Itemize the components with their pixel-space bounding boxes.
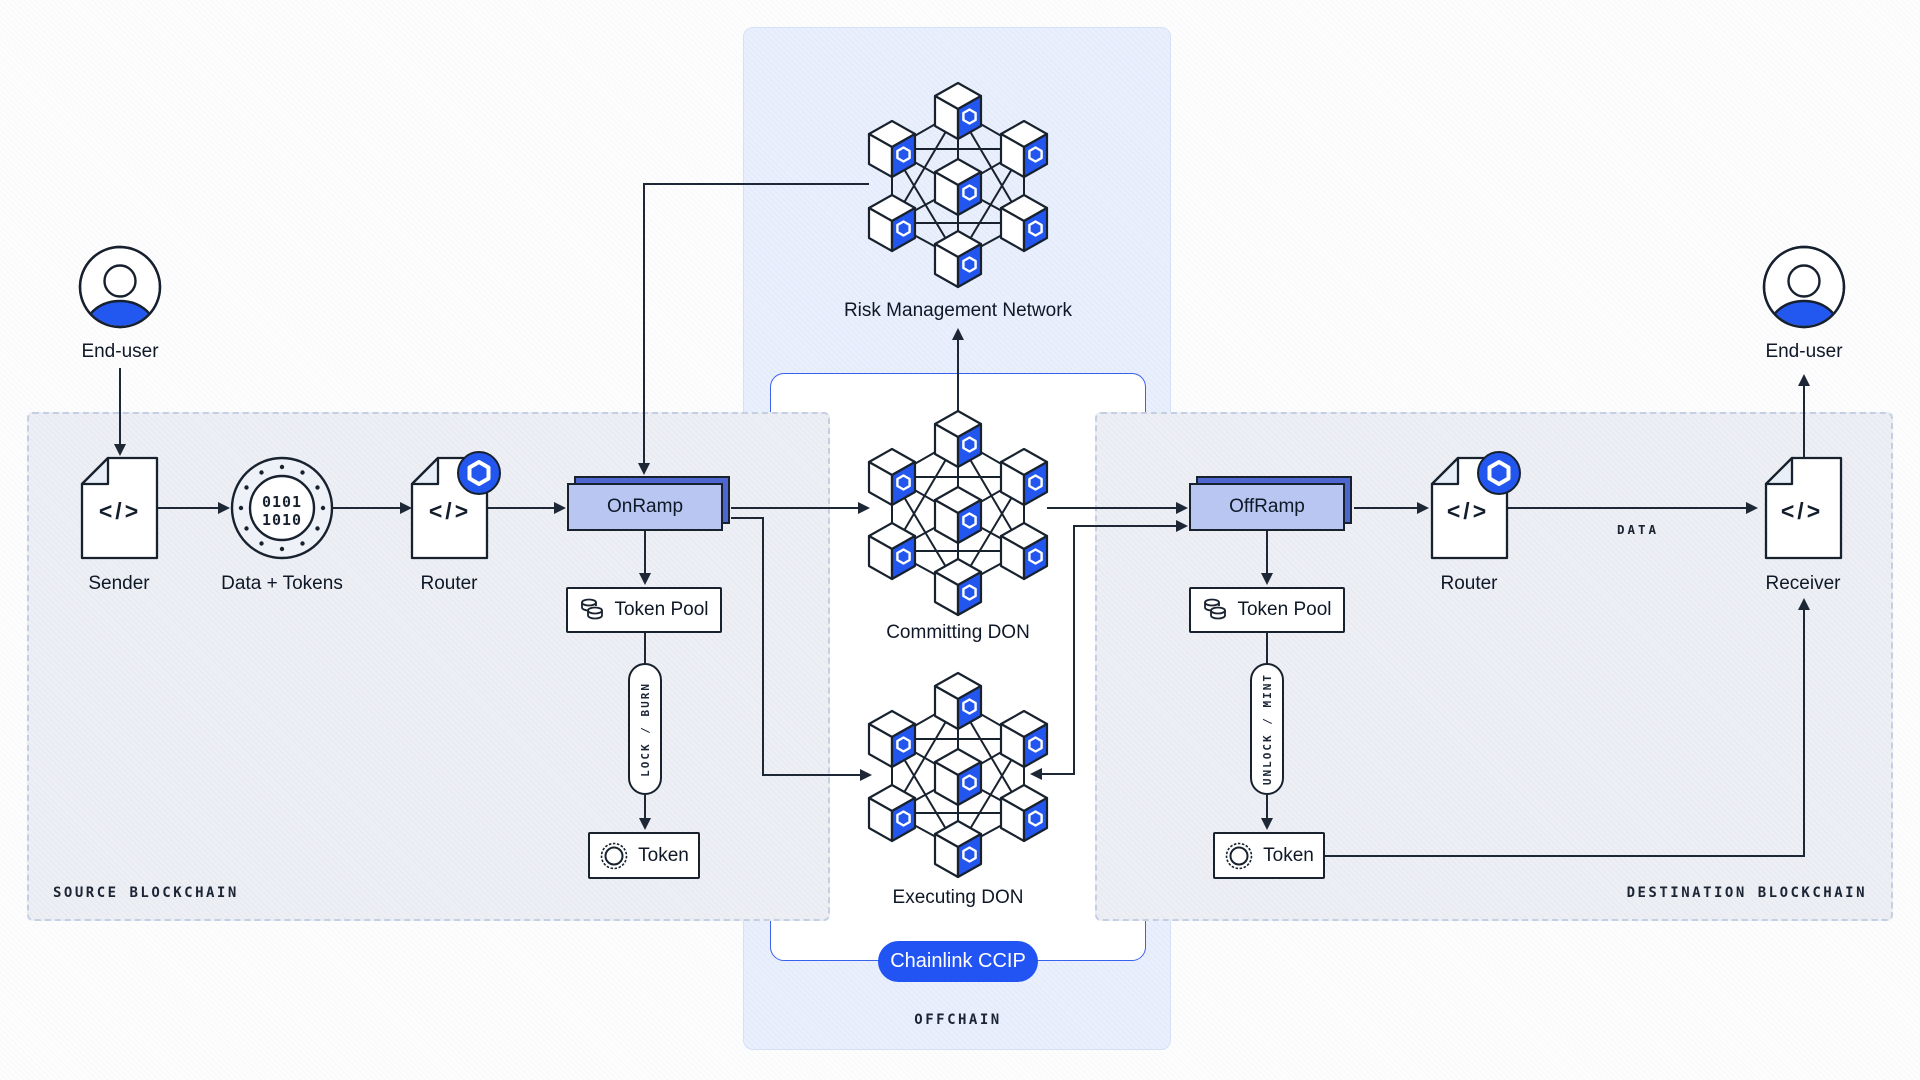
router-source-code-glyph: </> — [428, 498, 472, 524]
source-blockchain-label: SOURCE BLOCKCHAIN — [53, 885, 239, 901]
router-label-destination: Router — [1440, 573, 1498, 594]
chainlink-badge-icon-destination — [1476, 450, 1522, 496]
committing-don-label: Committing DON — [886, 622, 1030, 643]
executing-don-label: Executing DON — [892, 887, 1024, 908]
end-user-avatar-source — [80, 247, 160, 353]
risk-management-network-cluster — [869, 83, 1047, 287]
unlock-mint-label: UNLOCK / MINT — [1260, 672, 1274, 786]
token-label-destination: Token — [1263, 844, 1314, 866]
token-coin-icon — [600, 842, 628, 869]
coins-icon — [1204, 598, 1227, 620]
token-box-source: Token — [588, 832, 700, 879]
data-tokens-label: Data + Tokens — [221, 573, 343, 594]
onramp-label: OnRamp — [606, 496, 684, 517]
risk-management-network-label: Risk Management Network — [843, 300, 1073, 321]
arrow-rmn-to-onramp — [643, 183, 869, 467]
sender-code-glyph: </> — [98, 498, 142, 524]
arrow-offramp-executing-link — [1038, 525, 1180, 775]
arrow-onramp-to-executing — [731, 517, 864, 776]
offramp-label: OffRamp — [1229, 496, 1305, 517]
executing-don-cluster — [869, 673, 1047, 877]
destination-blockchain-label: DESTINATION BLOCKCHAIN — [1626, 885, 1867, 901]
end-user-avatar-destination — [1764, 247, 1844, 353]
token-box-destination: Token — [1213, 832, 1325, 879]
token-pool-box-source: Token Pool — [566, 587, 722, 633]
coins-icon — [581, 598, 604, 620]
token-pool-label-destination: Token Pool — [1237, 599, 1332, 620]
token-pool-box-destination: Token Pool — [1189, 587, 1345, 633]
arrow-token-to-receiver — [1325, 606, 1805, 857]
sender-label: Sender — [88, 573, 150, 594]
onramp-box: OnRamp — [567, 483, 723, 531]
receiver-code-glyph: </> — [1780, 498, 1824, 524]
data-arrow-label: DATA — [1616, 522, 1660, 537]
committing-don-cluster — [869, 411, 1047, 615]
end-user-label-source: End-user — [81, 341, 159, 362]
token-pool-label-source: Token Pool — [614, 599, 709, 620]
chainlink-badge-icon-source — [456, 450, 502, 496]
connector-lines — [119, 183, 1805, 857]
receiver-label: Receiver — [1765, 573, 1841, 594]
offramp-box: OffRamp — [1189, 483, 1345, 531]
binary-line-bottom: 1010 — [261, 511, 303, 529]
binary-line-top: 0101 — [261, 493, 303, 511]
lock-burn-pill: LOCK / BURN — [628, 663, 662, 795]
lock-burn-label: LOCK / BURN — [638, 681, 652, 777]
router-label-source: Router — [420, 573, 478, 594]
router-destination-code-glyph: </> — [1446, 498, 1490, 524]
token-coin-icon — [1225, 842, 1253, 869]
offchain-label: OFFCHAIN — [914, 1012, 1002, 1028]
end-user-label-destination: End-user — [1765, 341, 1843, 362]
data-tokens-icon — [230, 456, 334, 560]
chainlink-ccip-label: Chainlink CCIP — [890, 950, 1026, 972]
dotted-ring — [238, 464, 326, 552]
chainlink-ccip-badge: Chainlink CCIP — [878, 941, 1038, 982]
token-label-source: Token — [638, 844, 689, 866]
arrowheads — [114, 328, 1810, 830]
unlock-mint-pill: UNLOCK / MINT — [1250, 663, 1284, 795]
